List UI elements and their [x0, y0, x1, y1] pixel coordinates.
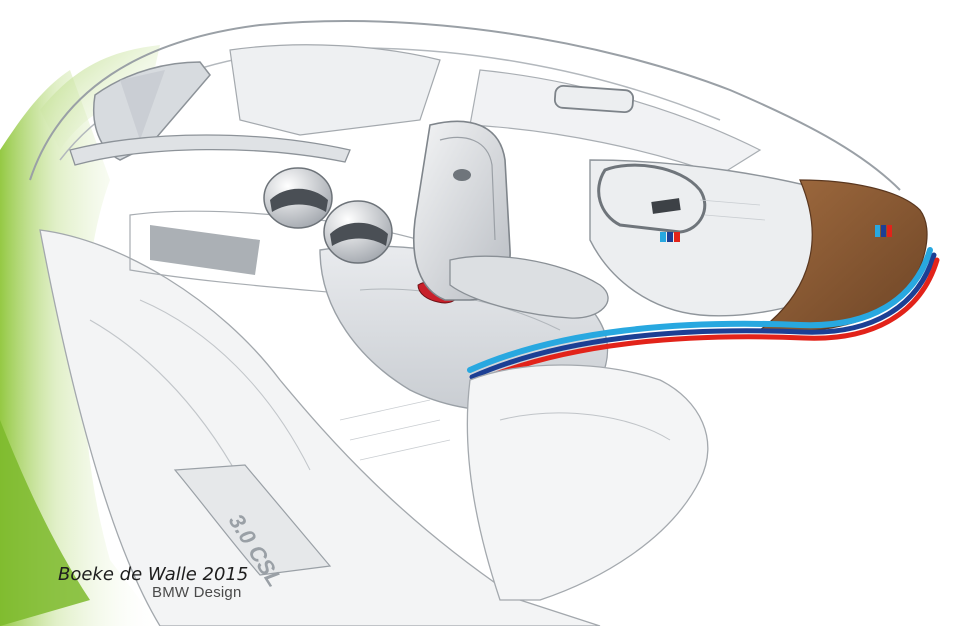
svg-text:Boeke de Walle 2015: Boeke de Walle 2015 — [58, 564, 248, 585]
lower-green-panel — [0, 420, 90, 626]
side-window — [229, 44, 441, 136]
artist-signature: Boeke de Walle 2015 — [58, 564, 248, 585]
sill-plate — [173, 464, 332, 576]
steering-wheel — [597, 163, 707, 234]
dash-m-stripe — [660, 232, 680, 242]
studio-caption: BMW Design — [152, 584, 242, 601]
door-sill — [39, 229, 601, 626]
m-stripe-sweep — [467, 247, 940, 386]
roof-outline — [29, 20, 901, 191]
windshield — [469, 69, 762, 176]
seat-cushion — [449, 255, 609, 319]
door-panel — [466, 364, 709, 601]
rear-storage-recess — [150, 225, 260, 275]
helmet-front — [323, 200, 393, 264]
roll-bar — [69, 134, 351, 166]
helmet-rear — [263, 167, 333, 229]
rearview-mirror — [553, 84, 635, 114]
m-badge — [875, 225, 892, 237]
instrument-vent — [651, 198, 681, 214]
